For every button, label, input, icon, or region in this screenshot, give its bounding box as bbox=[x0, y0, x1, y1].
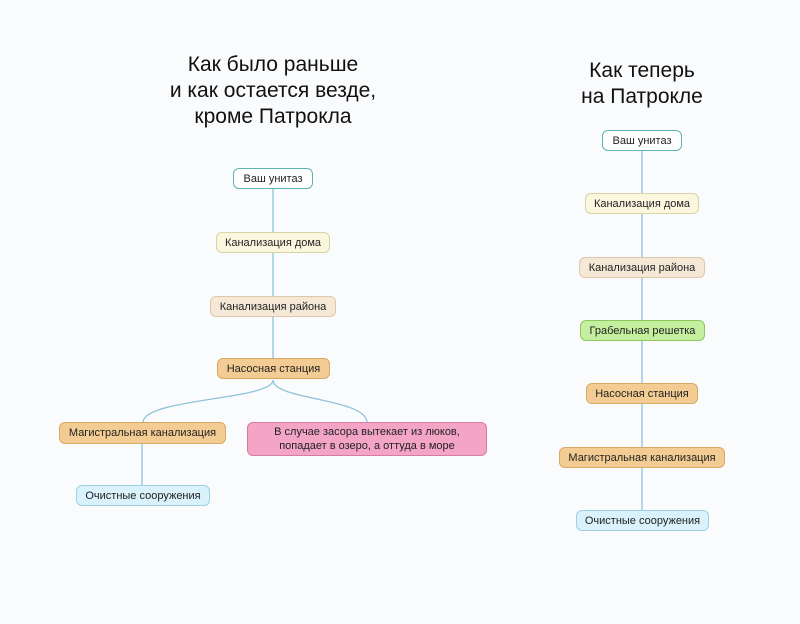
left-title-line-1: Как было раньше bbox=[187, 53, 359, 76]
left-node-overflow-note: В случае засора вытекает из люков, попад… bbox=[247, 422, 487, 456]
right-node-district-sewer: Канализация района bbox=[579, 257, 705, 278]
left-node-treatment: Очистные сооружения bbox=[76, 485, 210, 506]
left-node-toilet: Ваш унитаз bbox=[233, 168, 313, 189]
right-node-bar-screen: Грабельная решетка bbox=[580, 320, 705, 341]
left-node-district-sewer: Канализация района bbox=[210, 296, 336, 317]
right-node-pump-station: Насосная станция bbox=[586, 383, 698, 404]
right-node-main-sewer: Магистральная канализация bbox=[559, 447, 725, 468]
right-node-treatment: Очистные сооружения bbox=[576, 510, 709, 531]
connector-left-branch bbox=[142, 379, 274, 423]
right-title: Как теперь на Патрокле bbox=[560, 58, 724, 110]
left-node-house-sewer: Канализация дома bbox=[216, 232, 330, 253]
right-title-line-1: Как теперь bbox=[589, 59, 695, 82]
left-title-line-3: кроме Патрокла bbox=[194, 105, 352, 128]
left-title-line-2: и как остается везде, bbox=[169, 79, 377, 102]
left-node-pump-station: Насосная станция bbox=[217, 358, 330, 379]
right-node-toilet: Ваш унитаз bbox=[602, 130, 682, 151]
left-title: Как было раньше и как остается везде, кр… bbox=[160, 52, 386, 130]
right-node-house-sewer: Канализация дома bbox=[585, 193, 699, 214]
right-title-line-2: на Патрокле bbox=[581, 85, 703, 108]
left-node-main-sewer: Магистральная канализация bbox=[59, 422, 226, 444]
connector-right-branch bbox=[272, 379, 368, 423]
